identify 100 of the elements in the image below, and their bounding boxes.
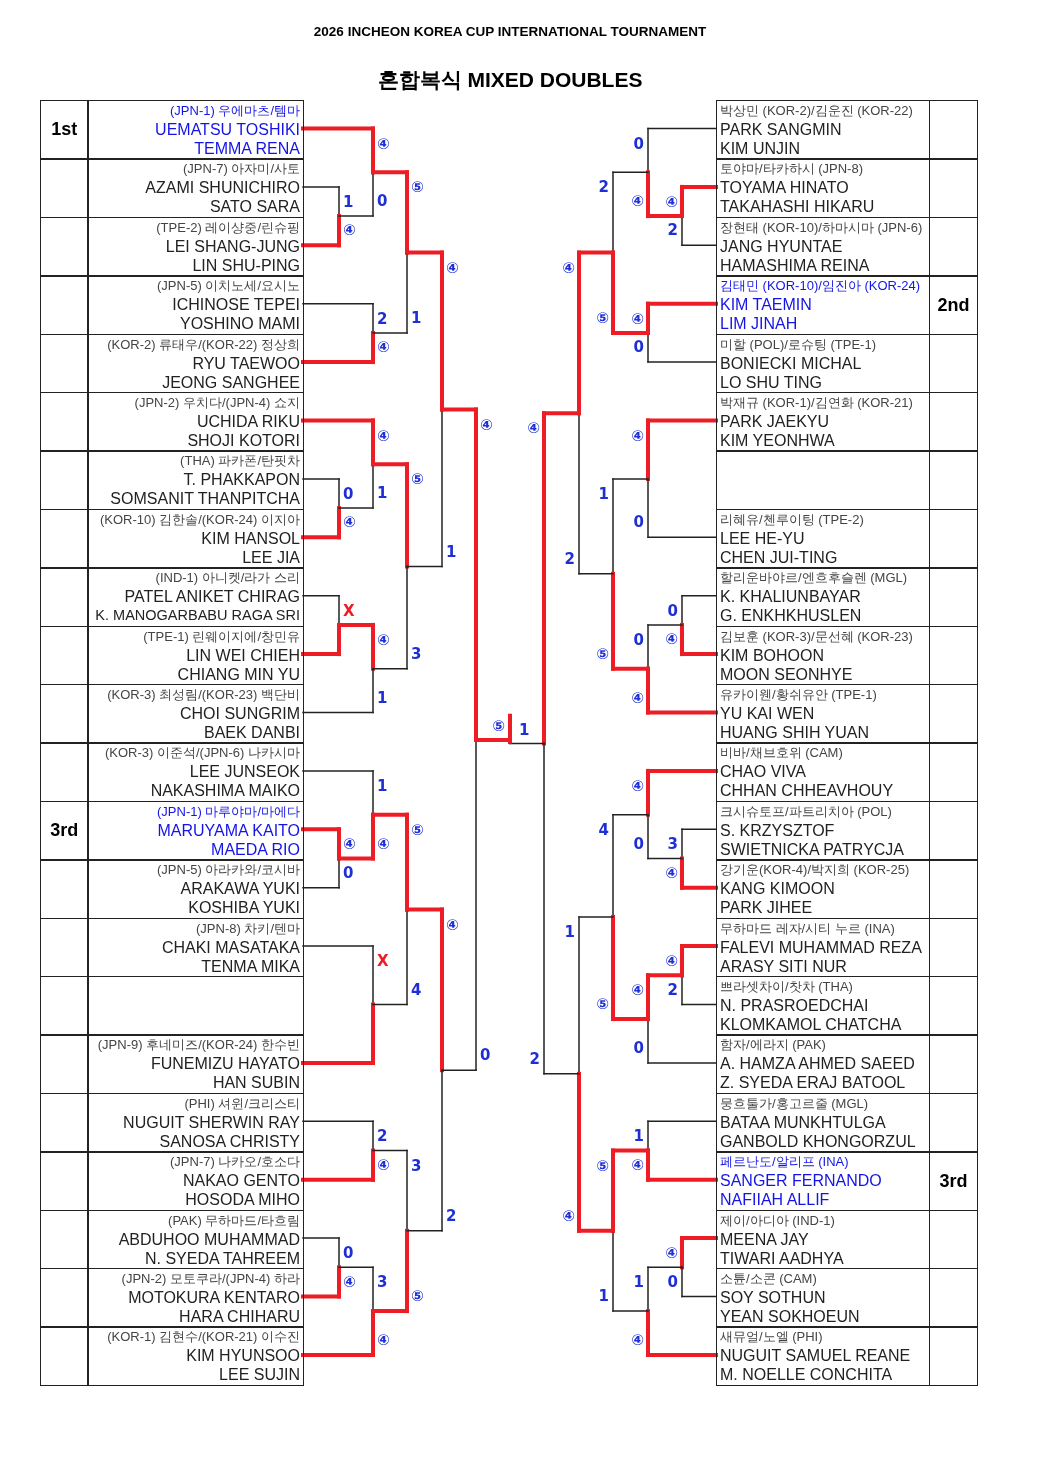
score-label: ④ (631, 776, 644, 795)
player-name: CHIANG MIN YU (176, 664, 300, 684)
player-name: PATEL ANIKET CHIRAG (123, 587, 300, 607)
score-label: 0 (480, 1046, 491, 1065)
score-label: 2 (446, 1206, 457, 1225)
player-name: SANGER FERNANDO (720, 1171, 883, 1191)
entry-box (87, 800, 304, 861)
score-label: ④ (631, 309, 644, 328)
seed-label: 제이/아디아 (IND-1) (720, 1211, 836, 1230)
seed-label: 박상민 (KOR-2)/김운진 (KOR-22) (720, 102, 914, 120)
score-label: ④ (562, 1206, 575, 1225)
player-name: M. NOELLE CONCHITA (720, 1365, 894, 1385)
entry-box (87, 333, 304, 394)
entry-box (87, 742, 304, 803)
score-label: ④ (562, 258, 575, 277)
entry-box (716, 100, 930, 160)
player-name: HUANG SHIH YUAN (720, 723, 871, 742)
player-name: G. ENKHKHUSLEN (720, 606, 863, 626)
score-label: 2 (529, 1049, 540, 1068)
score-label: ④ (377, 426, 390, 445)
seed-label: 비바/채브호위 (CAM) (720, 744, 844, 763)
score-label: ④ (377, 834, 390, 853)
player-name: PARK JAEKYU (720, 412, 831, 431)
rank-cell: 1st (40, 100, 89, 160)
player-name: KANG KIMOON (720, 879, 836, 899)
seed-label: (JPN-7) 나카오/호소다 (169, 1153, 300, 1172)
seed-label: (JPN-9) 후네미즈/(KOR-24) 한수빈 (96, 1036, 300, 1055)
player-name: BAEK DANBI (202, 723, 300, 742)
seed-label: (KOR-3) 최성림/(KOR-23) 백단비 (106, 686, 300, 704)
score-label: ④ (631, 981, 644, 1000)
player-name: HOSODA MIHO (184, 1190, 300, 1210)
player-name: LIN SHU-PING (191, 255, 300, 275)
entry-box (716, 158, 930, 219)
score-label: ④ (377, 134, 390, 153)
player-name: T. PHAKKAPON (182, 470, 300, 490)
seed-label: 장현태 (KOR-10)/하마시마 (JPN-6) (720, 218, 924, 237)
seed-label: 리혜유/첸루이팅 (TPE-2) (720, 510, 865, 529)
seed-label: (JPN-5) 아라카와/코시바 (156, 861, 300, 880)
player-name: N. SYEDA TAHREEM (144, 1248, 300, 1268)
entry-box (716, 742, 930, 803)
score-label: ④ (665, 952, 678, 971)
player-name: NUGUIT SAMUEL REANE (720, 1346, 912, 1366)
score-label: ⑤ (596, 995, 609, 1014)
player-name: ABDUHOO MUHAMMAD (117, 1229, 300, 1249)
player-name: KIM HYUNSOO (185, 1346, 300, 1366)
seed-label: 크시슈토프/파트리치아 (POL) (720, 802, 893, 821)
score-label: X (343, 601, 355, 620)
score-label: ④ (631, 426, 644, 445)
entry-box (716, 450, 930, 511)
player-name: GANBOLD KHONGORZUL (720, 1131, 917, 1151)
seed-label: (IND-1) 아니켓/라가 스리 (154, 569, 300, 588)
seed-label: 미할 (POL)/로슈팅 (TPE-1) (720, 335, 877, 354)
score-label: 2 (598, 178, 609, 197)
score-label: ④ (631, 1155, 644, 1174)
player-name: YU KAI WEN (720, 704, 816, 723)
entry-box (87, 392, 304, 452)
player-name: UCHIDA RIKU (195, 412, 300, 431)
score-label: ④ (527, 419, 540, 438)
player-name: S. KRZYSZTOF (720, 820, 836, 840)
player-name: CHAO VIVA (720, 762, 807, 782)
title: 2026 INCHEON KOREA CUP INTERNATIONAL TOURNAMENT (312, 24, 708, 39)
entry-box (87, 1151, 304, 1212)
player-name: LEE JUNSEOK (188, 762, 300, 782)
score-label: ④ (343, 513, 356, 532)
score-label: ④ (343, 835, 356, 854)
seed-label: 강기운(KOR-4)/박지희 (KOR-25) (720, 861, 911, 880)
seed-label: (JPN-1) 마루야마/마에다 (156, 802, 300, 821)
player-name: HAN SUBIN (211, 1073, 300, 1093)
score-label: 2 (564, 549, 575, 568)
player-name: TAKAHASHI HIKARU (720, 197, 876, 217)
score-label: 0 (667, 601, 678, 620)
seed-label: (JPN-5) 이치노세/요시노 (156, 277, 300, 296)
score-label: ④ (665, 192, 678, 211)
score-label: ④ (446, 915, 459, 934)
score-label: 1 (564, 922, 575, 941)
player-name: LEE JIA (241, 547, 300, 567)
player-name: MARUYAMA KAITO (156, 820, 300, 840)
score-label: ④ (343, 1272, 356, 1291)
score-label: 2 (667, 980, 678, 999)
player-name: CHHAN CHHEAVHOUY (720, 781, 895, 801)
score-label: 3 (411, 1156, 422, 1175)
entry-box (716, 800, 930, 861)
score-label: 1 (411, 308, 422, 327)
entry-box (716, 1151, 930, 1212)
seed-label: (KOR-10) 김한솔/(KOR-24) 이지아 (98, 510, 300, 529)
entry-box (87, 158, 304, 219)
score-label: 0 (633, 134, 644, 153)
score-label: ④ (631, 688, 644, 707)
score-label: ④ (343, 221, 356, 240)
player-name: KIM BOHOON (720, 645, 825, 665)
seed-label: (JPN-8) 차키/텐마 (195, 919, 300, 938)
seed-label: (KOR-1) 김현수/(KOR-21) 이수진 (106, 1328, 300, 1347)
seed-label: 김보훈 (KOR-3)/문선혜 (KOR-23) (720, 627, 914, 646)
score-label: ④ (377, 630, 390, 649)
seed-label: (KOR-2) 류태우/(KOR-22) 정상희 (106, 335, 300, 354)
score-label: ⑤ (411, 178, 424, 197)
score-label: ④ (665, 630, 678, 649)
entry-box (716, 976, 930, 1036)
entry-box (87, 684, 304, 744)
score-label: ④ (480, 415, 493, 434)
